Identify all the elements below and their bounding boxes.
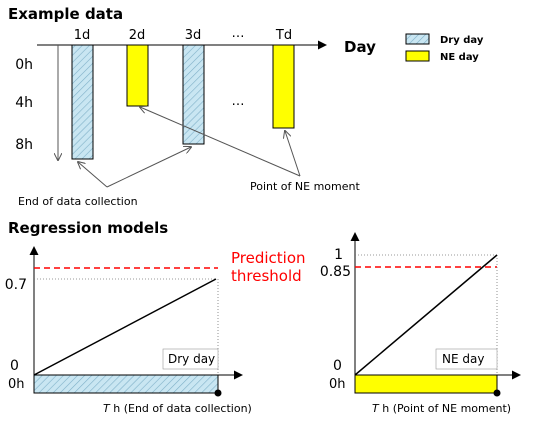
left-regression-line [33, 278, 217, 376]
left-dry-day-bar [33, 374, 219, 394]
ellipsis-mid: … [232, 94, 245, 109]
bar-1d-dry [71, 44, 94, 160]
day-axis-label: Day [344, 38, 376, 56]
right-x-axis-label: T h (Point of NE moment) [372, 402, 511, 415]
annotation-end-of-data-collection: End of data collection [18, 195, 138, 208]
legend-ne-label: NE day [440, 52, 479, 63]
right-y-zero: 0 [333, 358, 342, 374]
bar-td-ne [272, 44, 295, 129]
regression-models-title: Regression models [8, 219, 168, 237]
day-label-ellipsis: … [232, 26, 245, 41]
hour-label-8h: 8h [15, 137, 33, 153]
day-label-1d: 1d [74, 28, 91, 43]
right-regression-line [354, 254, 498, 376]
legend-dry-swatch [405, 33, 430, 45]
left-regression-plot: 0.7 0 0h Dry day T h (End of data collec… [5, 246, 252, 415]
right-t-marker [493, 389, 501, 397]
right-ne-day-box-label: NE day [442, 352, 484, 366]
arrow-ne-to-2d [140, 107, 301, 177]
left-hour-label: 0h [8, 377, 25, 392]
example-data-title: Example data [8, 5, 123, 23]
arrow-end-to-1d [78, 162, 108, 188]
prediction-threshold-label-line2: threshold [231, 267, 302, 285]
bar-2d-ne [126, 44, 149, 107]
bar-3d-dry [182, 44, 205, 145]
day-label-3d: 3d [185, 28, 202, 43]
left-dry-day-box-label: Dry day [168, 352, 215, 366]
right-y-value: 0.85 [320, 264, 351, 280]
left-t-marker [214, 389, 222, 397]
day-label-2d: 2d [129, 28, 146, 43]
left-y-value: 0.7 [5, 277, 27, 293]
left-y-zero: 0 [10, 358, 19, 374]
arrow-end-to-3d [106, 147, 191, 188]
hour-label-0h: 0h [15, 57, 33, 73]
annotation-point-of-ne-moment: Point of NE moment [250, 180, 360, 193]
day-label-td: Td [275, 28, 292, 43]
legend-ne-swatch [405, 50, 430, 62]
legend-dry-label: Dry day [440, 35, 484, 46]
left-x-axis-label: T h (End of data collection) [103, 402, 252, 415]
left-dry-day-box [162, 348, 219, 370]
right-y-top: 1 [334, 247, 343, 263]
hour-label-4h: 4h [15, 95, 33, 111]
prediction-threshold-label-line1: Prediction [231, 249, 306, 267]
right-hour-label: 0h [329, 377, 346, 392]
arrow-ne-to-td [285, 131, 301, 177]
right-regression-plot: 1 0.85 0 0h NE day T h (Point of NE mome… [320, 232, 521, 415]
right-ne-day-bar [354, 374, 498, 394]
right-ne-day-box [435, 348, 498, 370]
